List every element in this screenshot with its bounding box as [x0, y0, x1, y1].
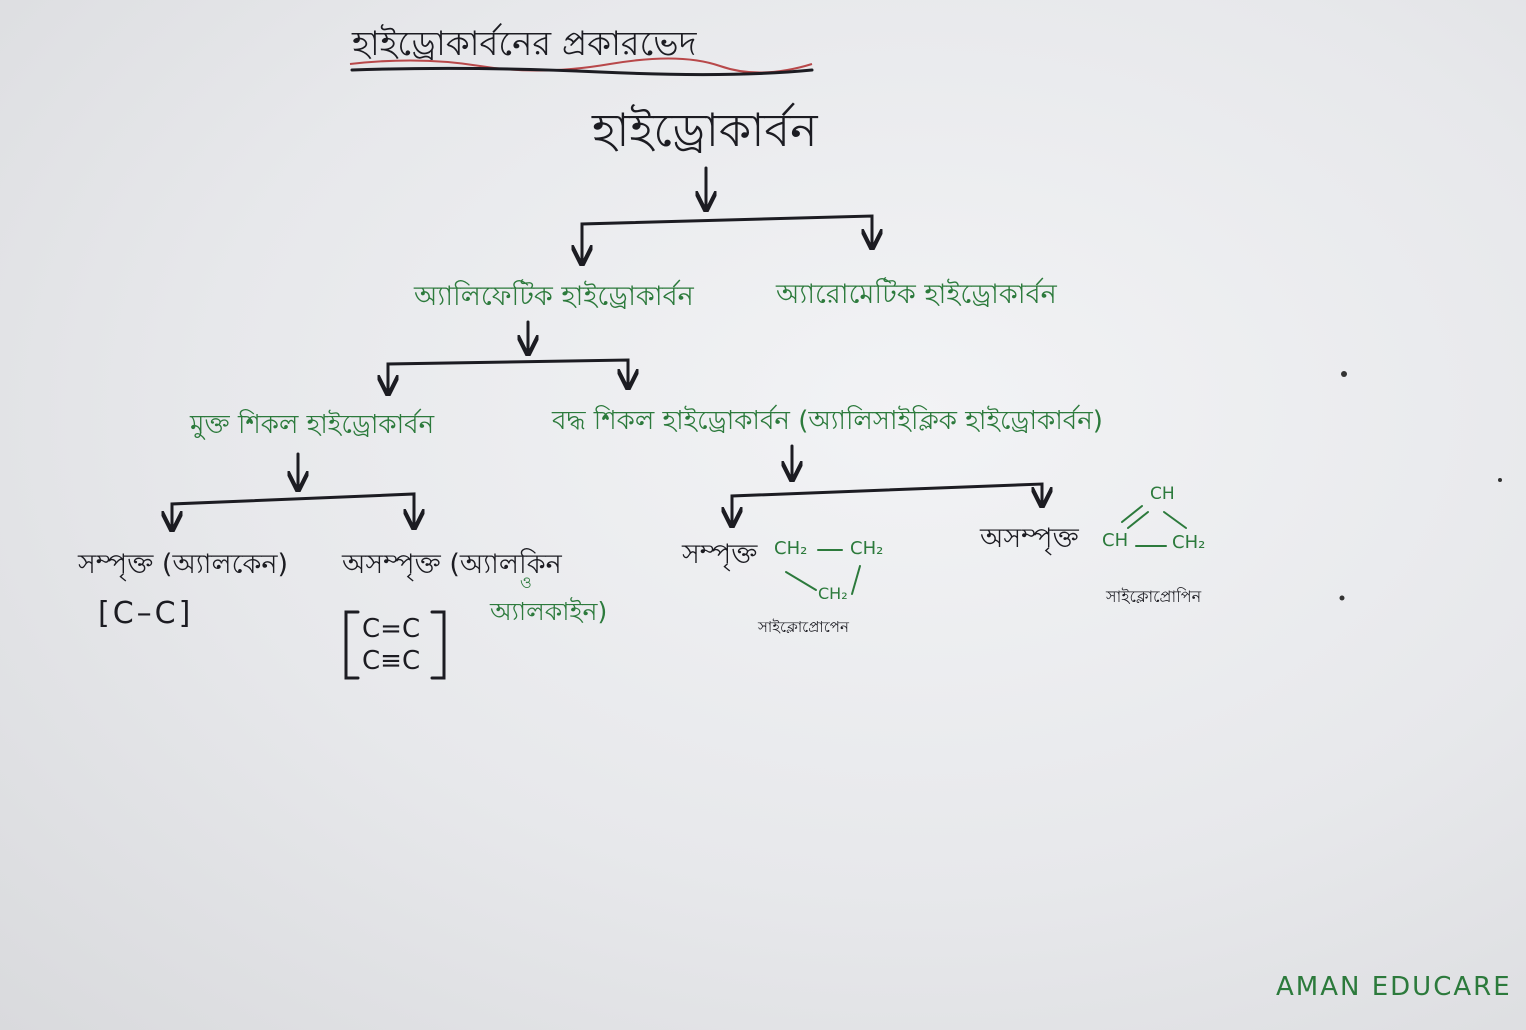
cyclopropane-ch2-left: CH₂	[774, 538, 808, 559]
cyclopropane-bond-right	[851, 565, 861, 595]
node-open-unsaturated: অসম্পৃক্ত (অ্যালকিন	[342, 549, 562, 580]
root-node: হাইড্রোকার্বন	[592, 103, 818, 157]
node-closed-unsaturated: অসম্পৃক্ত	[980, 523, 1079, 554]
node-open-chain: মুক্ত শিকল হাইড্রোকার্বন	[190, 410, 435, 440]
node-open-saturated: সম্পৃক্ত (অ্যালকেন)	[78, 549, 289, 580]
unsaturated-alkyne: অ্যালকাইন)	[490, 597, 608, 626]
triple-bond-formula: C≡C	[362, 646, 421, 676]
bond-bracket-left	[344, 610, 360, 680]
double-bond-formula: C=C	[362, 614, 421, 644]
paper-dot	[1498, 478, 1502, 482]
cyclopropane-bond-left	[785, 571, 817, 591]
bracket-level2	[386, 358, 628, 388]
cyclopropane-label: সাইক্লোপ্রোপেন	[758, 618, 849, 636]
cyclopropene-ch-top: CH	[1150, 484, 1175, 504]
paper-dot	[1341, 371, 1347, 377]
cyclopropene-double-2	[1127, 511, 1149, 529]
cyclopropene-bond-right	[1163, 511, 1187, 529]
author-signature: AMAN EDUCARE	[1276, 972, 1512, 1002]
bracket-closed-chain	[730, 482, 1042, 524]
node-aromatic: অ্যারোমেটিক হাইড্রোকার্বন	[776, 279, 1057, 310]
cyclopropene-ch-left: CH	[1102, 530, 1129, 551]
unsaturated-and: ও	[520, 573, 532, 592]
node-aliphatic: অ্যালিফেটিক হাইড্রোকার্বন	[414, 281, 694, 312]
cyclopropane-ch2-right: CH₂	[850, 538, 884, 559]
bracket-level1	[580, 214, 872, 264]
node-closed-chain: বদ্ধ শিকল হাইড্রোকার্বন (অ্যালিসাইক্লিক …	[552, 406, 1103, 436]
cyclopropene-ch2-right: CH₂	[1172, 532, 1206, 553]
bracket-open-chain	[170, 492, 414, 526]
bond-bracket-right	[430, 610, 446, 680]
cyclopropane-ch2-bottom: CH₂	[818, 584, 848, 603]
node-closed-saturated: সম্পৃক্ত	[682, 539, 758, 570]
single-bond-formula: [C–C]	[98, 596, 194, 631]
cyclopropene-label: সাইক্লোপ্রোপিন	[1106, 587, 1202, 606]
title-underline	[350, 66, 814, 77]
title-underline-red	[349, 57, 813, 74]
paper-dot	[1339, 595, 1345, 601]
diagram-title: হাইড্রোকার্বনের প্রকারভেদ	[352, 24, 697, 64]
cyclopropene-double-1	[1121, 505, 1143, 523]
